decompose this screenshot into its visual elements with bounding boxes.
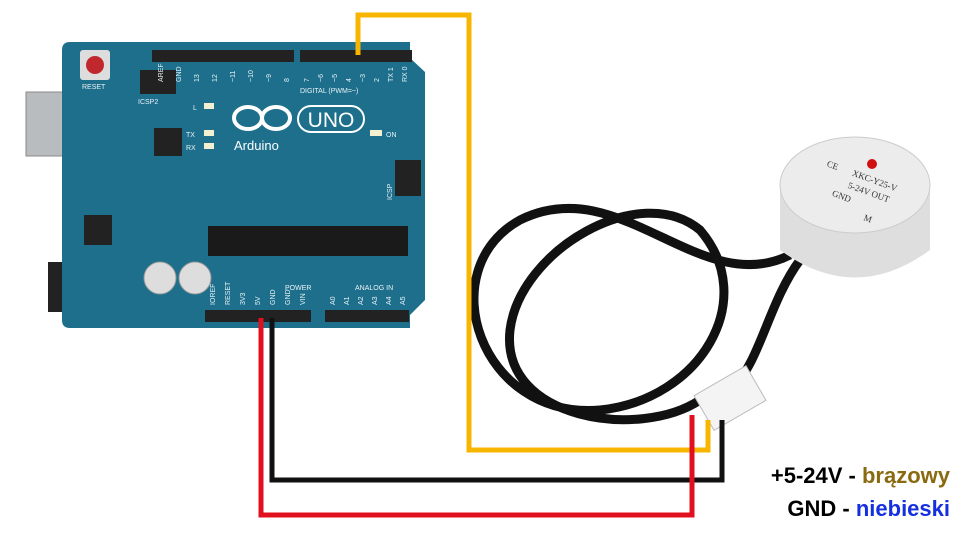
pin-label: 2 [374,78,381,82]
pin-label: A1 [344,296,351,305]
pin-label: VIN [300,293,307,305]
ground-wire [269,318,725,483]
legend-vcc-label: +5-24V - [770,463,862,488]
pin-label: ~9 [266,74,273,82]
legend-vcc: +5-24V - brązowy [771,463,950,489]
pin-label: IOREF [210,284,217,305]
ce-mark: CE [826,159,841,173]
pin-label: A2 [358,296,365,305]
icsp2-header [140,70,176,94]
pin-label: TX 1 [388,67,395,82]
signal-wire [355,12,711,453]
regulator [84,215,112,245]
arduino-text: Arduino [234,138,279,153]
pin-label: A4 [386,296,393,305]
uno-text: UNO [308,109,355,132]
pin-label: 5V [255,296,262,305]
analog-header [325,310,409,322]
pin-label: A5 [400,296,407,305]
power-title: POWER [285,285,311,292]
pin-label: GND [285,289,292,305]
pin-label: A0 [330,296,337,305]
legend-gnd-label: GND - [787,496,856,521]
pin-label: ~3 [360,74,367,82]
arduino-logo: UNO Arduino [232,105,365,153]
pin-label: 3V3 [240,292,247,305]
pin-label: ~11 [230,71,237,82]
pin-label: ~10 [248,70,255,82]
led-tx-label: TX [186,132,195,139]
pin-label: A3 [372,296,379,305]
capacitor [143,261,177,295]
led-rx-label: RX [186,145,196,152]
power-header [205,310,311,322]
pin-label: 8 [284,78,291,82]
capacitor [178,261,212,295]
legend-vcc-color: brązowy [861,463,950,488]
pin-label: GND [176,66,183,82]
arduino-board [62,42,425,328]
analog-title: ANALOG IN [355,285,393,292]
pin-label: ~6 [318,74,325,82]
digital-header-right [300,50,412,62]
sensor-line4: M [862,212,873,224]
legend-gnd: GND - niebieski [787,496,950,522]
usb-chip [154,128,182,156]
pin-label: 13 [194,74,201,82]
pin-label: 4 [346,78,353,82]
pin-label: ~5 [332,74,339,82]
led-l-label: L [193,105,197,112]
sensor-connector [693,364,767,432]
sensor-cable [469,203,793,425]
pin-label: RESET [225,281,232,305]
pin-label: 7 [304,78,311,82]
pin-label: GND [270,289,277,305]
microcontroller [208,226,408,256]
digital-header-left [152,50,294,62]
reset-label: RESET [82,84,106,91]
icsp2-label: ICSP2 [138,99,158,106]
pin-label: RX 0 [402,66,409,82]
led-indicator [867,159,877,169]
water-level-sensor: XKC-Y25-V 5-24V OUT GND M CE [779,136,931,278]
legend-gnd-color: niebieski [855,496,950,521]
icsp-header [395,160,421,196]
digital-title: DIGITAL (PWM=~) [300,88,358,95]
icsp-label: ICSP [387,183,394,200]
on-label: ON [386,132,397,139]
power-wire [258,318,695,518]
pin-label: AREF [158,63,165,82]
pin-label: 12 [212,74,219,82]
